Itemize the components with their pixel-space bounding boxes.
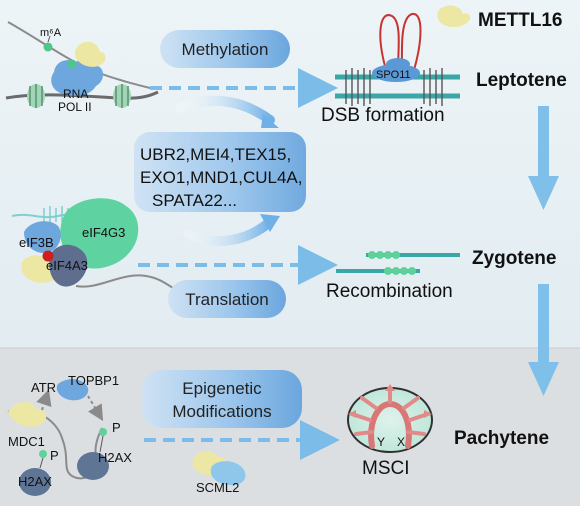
spo11-label: SPO11: [376, 69, 411, 81]
h2ax-label-2: H2AX: [98, 450, 132, 465]
gene-list-background: [134, 132, 306, 212]
stage-arrow-2: [528, 284, 559, 396]
translation-process: Translation: [168, 280, 286, 318]
dsb-formation-label: DSB formation: [321, 105, 445, 126]
scml2-illustration: SCML2: [192, 451, 246, 495]
arc-arrow-bottom: [183, 217, 275, 247]
translation-illustration: eIF3B eIF4G3 eIF4A3: [11, 198, 201, 295]
topbp1-label: TOPBP1: [68, 373, 119, 388]
mettl16-legend-label: METTL16: [478, 10, 562, 31]
gene-list-line-1: UBR2,MEI4,TEX15,: [140, 145, 291, 164]
eif3b-label: eIF3B: [19, 235, 54, 250]
m6a-label: m⁶A: [40, 27, 62, 39]
translation-pill: [168, 280, 286, 318]
h2ax-label-1: H2AX: [18, 474, 52, 489]
phospho-label-2: P: [112, 420, 121, 435]
h2ax-histone-1: [19, 468, 51, 496]
m6a-mark-1: [43, 42, 53, 52]
phospho-site-1: [39, 450, 47, 458]
phospho-label-1: P: [50, 448, 59, 463]
arc-arrowhead-bottom: [260, 214, 280, 232]
epigenetic-pill: [142, 370, 302, 428]
topbp1-protein: [56, 379, 89, 401]
nucleosome-left: [27, 84, 45, 108]
stage-pachytene: Pachytene: [454, 428, 549, 449]
rna-label: RNA: [63, 87, 88, 101]
phospho-site-2: [99, 428, 107, 436]
recombination-illustration: [336, 251, 460, 275]
epigenetic-process: Epigenetic Modifications: [142, 370, 302, 428]
gene-list-line-3: SPATA22...: [152, 191, 237, 210]
h2ax-histone-2: [77, 452, 109, 480]
scml2-protein: [210, 461, 246, 486]
stage-zygotene: Zygotene: [472, 248, 556, 269]
chromatin-fiber: [7, 408, 103, 480]
m6a-mark-2: [67, 59, 77, 69]
dsb-illustration: SPO11: [335, 13, 460, 106]
msci-nucleus: Y X: [347, 384, 433, 453]
recombination-label: Recombination: [326, 281, 453, 302]
stage-leptotene: Leptotene: [476, 70, 567, 91]
methylation-illustration: RNA POL II m⁶A: [5, 21, 159, 114]
eif-red-marker: [42, 250, 54, 262]
eif4a3-protein: [49, 244, 88, 287]
gene-list-box: UBR2,MEI4,TEX15, EXO1,MND1,CUL4A, SPATA2…: [134, 132, 306, 212]
rna-pol-ii: [51, 59, 104, 96]
mettl16-protein: [74, 41, 106, 67]
mdc1-label: MDC1: [8, 434, 45, 449]
y-chromosome-label: Y: [377, 435, 385, 449]
methylation-label: Methylation: [182, 40, 269, 59]
mettl16-legend: METTL16: [437, 5, 562, 31]
pol-ii-label: POL II: [58, 100, 92, 114]
epigenetic-label-line-1: Epigenetic: [182, 379, 262, 398]
eif3b-protein: [24, 221, 61, 254]
stage-arrow-1: [528, 106, 559, 210]
methylation-process: Methylation: [160, 30, 290, 68]
arc-arrowhead-top: [261, 114, 279, 128]
eif4g3-label: eIF4G3: [82, 225, 125, 240]
gene-list-line-2: EXO1,MND1,CUL4A,: [140, 168, 303, 187]
scml2-label: SCML2: [196, 480, 239, 495]
x-chromosome-label: X: [397, 435, 405, 449]
methylation-pill: [160, 30, 290, 68]
mettl16-epigenetic: [8, 402, 47, 427]
nucleosome-right: [113, 84, 131, 108]
msci-label: MSCI: [362, 458, 410, 479]
epigenetic-label-line-2: Modifications: [172, 402, 271, 421]
atr-label: ATR: [31, 380, 56, 395]
arc-arrow-top: [175, 95, 275, 125]
eif4a3-label: eIF4A3: [46, 258, 88, 273]
mettl16-legend-icon: [437, 5, 471, 28]
epigenetic-illustration: ATR TOPBP1 MDC1 P P H2AX H2AX: [7, 373, 132, 496]
translation-label: Translation: [185, 290, 268, 309]
